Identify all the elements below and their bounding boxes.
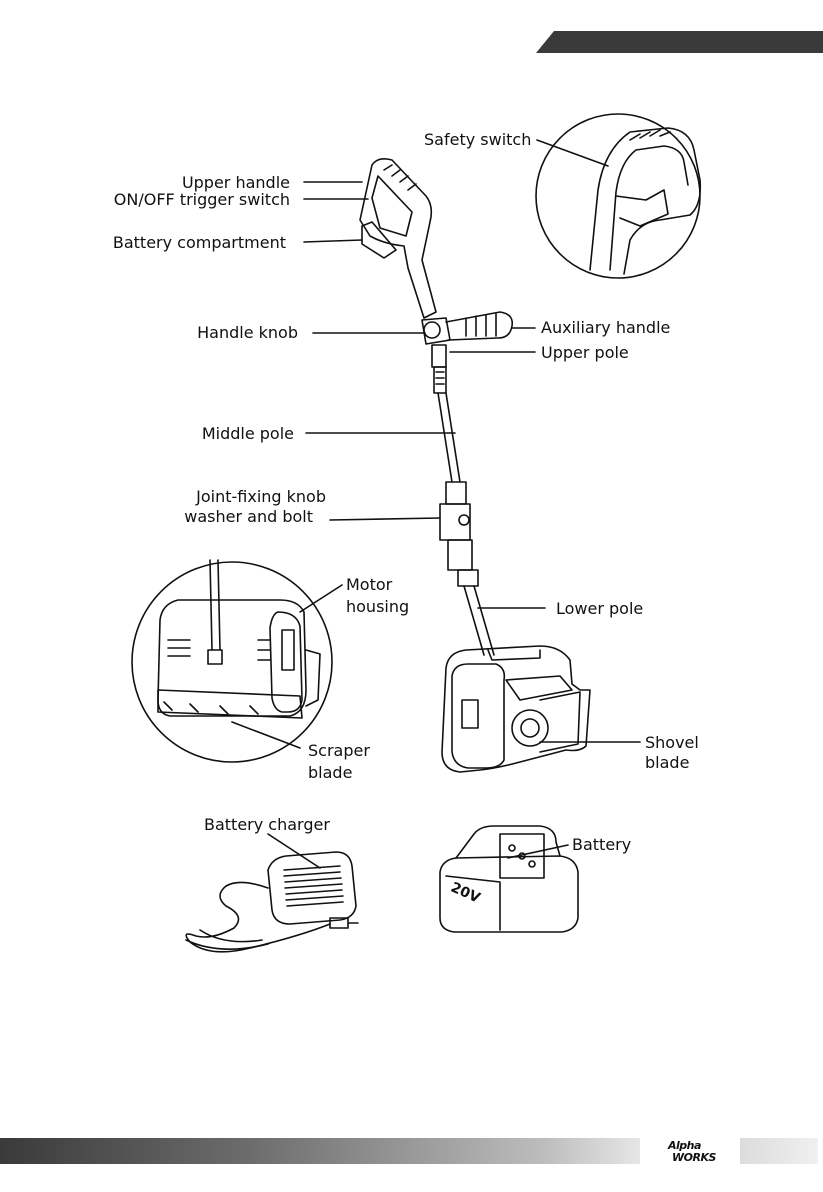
label-auxiliary-handle: Auxiliary handle bbox=[541, 318, 670, 337]
label-motor-housing-1: Motor bbox=[346, 575, 392, 594]
label-middle-pole: Middle pole bbox=[150, 424, 294, 443]
label-scraper-blade-1: Scraper bbox=[308, 741, 370, 760]
label-scraper-blade-2: blade bbox=[308, 763, 352, 782]
label-lower-pole: Lower pole bbox=[556, 599, 643, 618]
leader-joint-knob bbox=[330, 518, 440, 520]
footer-gradient-bar bbox=[0, 1138, 640, 1164]
label-shovel-blade-1: Shovel bbox=[645, 733, 699, 752]
label-motor-housing-2: housing bbox=[346, 597, 409, 616]
leader-battery-compartment bbox=[304, 240, 362, 242]
label-handle-knob: Handle knob bbox=[150, 323, 298, 342]
brand-logo-line2: WORKS bbox=[672, 1151, 716, 1164]
label-safety-switch: Safety switch bbox=[424, 130, 531, 149]
footer-page-tab bbox=[740, 1138, 818, 1164]
label-trigger-switch: ON/OFF trigger switch bbox=[80, 190, 290, 209]
label-upper-pole: Upper pole bbox=[541, 343, 629, 362]
detail-circle-motor bbox=[132, 562, 332, 762]
label-joint-knob-2: washer and bolt bbox=[120, 507, 313, 526]
label-battery: Battery bbox=[572, 835, 631, 854]
label-shovel-blade-2: blade bbox=[645, 753, 689, 772]
brand-logo: Alpha WORKS bbox=[662, 1140, 732, 1164]
leader-motor-housing bbox=[300, 585, 342, 612]
leader-battery-charger bbox=[268, 834, 320, 868]
label-battery-charger: Battery charger bbox=[204, 815, 330, 834]
label-joint-knob-1: Joint-fixing knob bbox=[120, 487, 326, 506]
label-battery-compartment: Battery compartment bbox=[80, 233, 286, 252]
